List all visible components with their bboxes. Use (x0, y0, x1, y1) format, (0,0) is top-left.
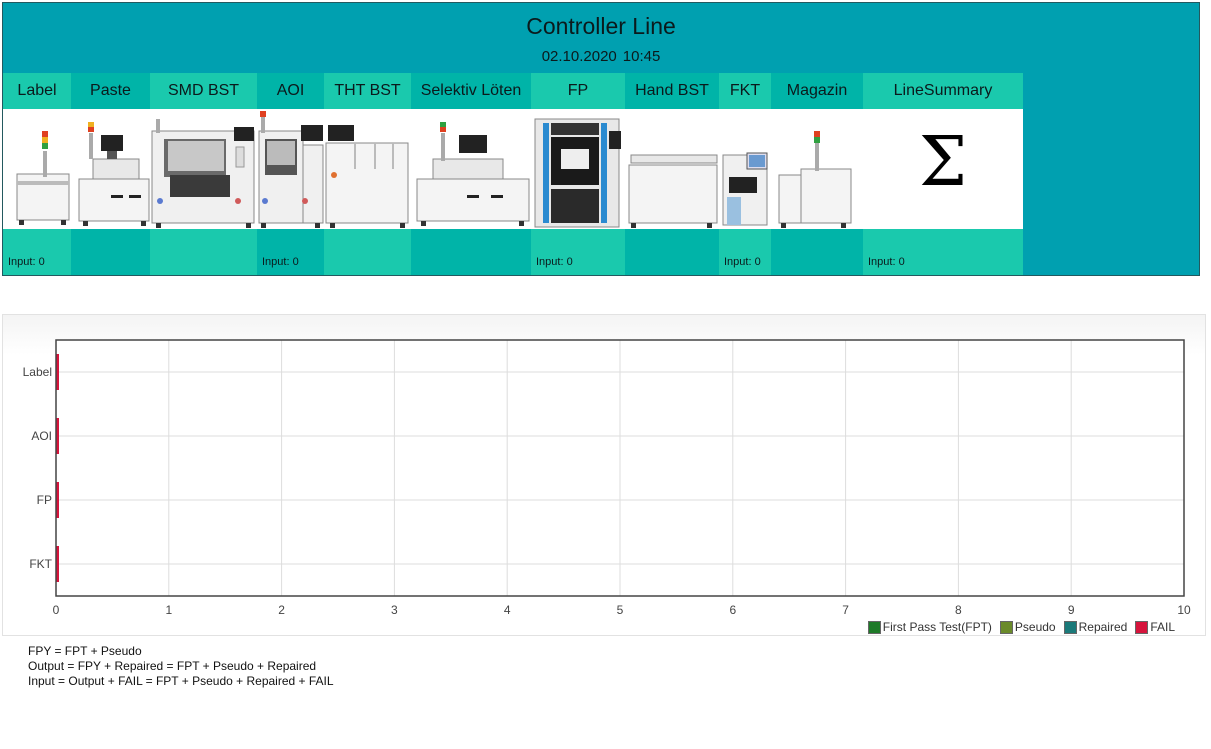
station-line-summary-footer: Input: 0 (863, 229, 1023, 275)
station-hand-bst-name[interactable]: Hand BST (625, 73, 719, 109)
station-tht-bst-name[interactable]: THT BST (324, 73, 411, 109)
legend-label: First Pass Test(FPT) (882, 620, 992, 634)
magazin-machine-image (771, 109, 863, 229)
legend-swatch (1063, 620, 1077, 634)
bar-fail (56, 418, 59, 454)
x-tick-label: 5 (617, 603, 624, 615)
formula-notes: FPY = FPT + Pseudo Output = FPY + Repair… (28, 644, 334, 689)
legend-item[interactable]: Pseudo (999, 620, 1056, 634)
date-time: 02.10.2020 10:45 (3, 48, 1199, 65)
station-fkt[interactable]: FKT Input: 0 (719, 73, 771, 275)
station-tht-bst-footer (324, 229, 411, 275)
y-tick-label: FKT (29, 557, 52, 571)
x-tick-label: 1 (165, 603, 172, 615)
station-line-summary-input: Input: 0 (868, 256, 905, 268)
station-tht-bst[interactable]: THT BST (324, 73, 411, 275)
legend-swatch (999, 620, 1013, 634)
x-tick-label: 8 (955, 603, 962, 615)
date-text: 02.10.2020 (541, 48, 617, 65)
label-machine-image (3, 109, 71, 229)
page-title: Controller Line (526, 13, 676, 39)
station-hand-bst[interactable]: Hand BST (625, 73, 719, 275)
station-label-input: Input: 0 (8, 256, 45, 268)
legend-item[interactable]: FAIL (1135, 620, 1175, 634)
station-label[interactable]: Label Input: 0 (3, 73, 71, 275)
station-smd-bst-name[interactable]: SMD BST (150, 73, 257, 109)
legend-swatch (1135, 620, 1149, 634)
station-fp-footer: Input: 0 (531, 229, 625, 275)
station-line-summary[interactable]: LineSummary Σ Input: 0 (863, 73, 1023, 275)
line-summary-tile: Σ (863, 109, 1023, 229)
legend-label: Repaired (1078, 620, 1128, 634)
legend-item[interactable]: First Pass Test(FPT) (867, 620, 992, 634)
bar-fail (56, 546, 59, 582)
legend-label: FAIL (1150, 620, 1175, 634)
x-tick-label: 9 (1068, 603, 1075, 615)
note-fpy: FPY = FPT + Pseudo (28, 644, 142, 658)
station-aoi-footer: Input: 0 (257, 229, 324, 275)
station-paste-footer (71, 229, 150, 275)
x-tick-label: 3 (391, 603, 398, 615)
station-selektiv-loeten-name[interactable]: Selektiv Löten (411, 73, 531, 109)
x-tick-label: 6 (729, 603, 736, 615)
tht-machine-image (324, 109, 411, 229)
station-label-footer: Input: 0 (3, 229, 71, 275)
station-hand-bst-footer (625, 229, 719, 275)
legend-label: Pseudo (1014, 620, 1056, 634)
legend-item[interactable]: Repaired (1063, 620, 1128, 634)
y-tick-label: FP (37, 493, 52, 507)
station-selektiv-loeten-footer (411, 229, 531, 275)
station-aoi-name[interactable]: AOI (257, 73, 324, 109)
fp-machine-image (531, 109, 625, 229)
station-paste[interactable]: Paste (71, 73, 150, 275)
station-fkt-input: Input: 0 (724, 256, 761, 268)
x-tick-label: 0 (53, 603, 60, 615)
station-fkt-name[interactable]: FKT (719, 73, 771, 109)
selektiv-machine-image (411, 109, 531, 229)
y-tick-label: Label (23, 365, 52, 379)
station-magazin[interactable]: Magazin (771, 73, 863, 275)
station-smd-bst-footer (150, 229, 257, 275)
x-tick-label: 10 (1177, 603, 1191, 615)
y-tick-label: AOI (31, 429, 52, 443)
hand-bst-machine-image (625, 109, 719, 229)
station-fp[interactable]: FP Input: 0 (531, 73, 625, 275)
note-input: Input = Output + FAIL = FPT + Pseudo + R… (28, 674, 334, 688)
station-fkt-footer: Input: 0 (719, 229, 771, 275)
x-tick-label: 4 (504, 603, 511, 615)
note-output: Output = FPY + Repaired = FPT + Pseudo +… (28, 659, 317, 673)
aoi-machine-image (257, 109, 324, 229)
station-magazin-name[interactable]: Magazin (771, 73, 863, 109)
station-fp-name[interactable]: FP (531, 73, 625, 109)
bar-fail (56, 354, 59, 390)
station-fp-input: Input: 0 (536, 256, 573, 268)
line-panel: Controller Line 02.10.2020 10:45 Label In… (2, 2, 1200, 276)
fkt-machine-image (719, 109, 771, 229)
plot-border (55, 339, 1185, 597)
bar-fail (56, 482, 59, 518)
x-tick-label: 7 (842, 603, 849, 615)
station-paste-name[interactable]: Paste (71, 73, 150, 109)
chart-legend: First Pass Test(FPT) Pseudo Repaired FAIL (867, 620, 1175, 634)
station-magazin-footer (771, 229, 863, 275)
paste-machine-image (71, 109, 150, 229)
legend-swatch (867, 620, 881, 634)
smd-machine-image (150, 109, 257, 229)
station-smd-bst[interactable]: SMD BST (150, 73, 257, 275)
station-aoi[interactable]: AOI Input: 0 (257, 73, 324, 275)
station-selektiv-loeten[interactable]: Selektiv Löten (411, 73, 531, 275)
x-tick-label: 2 (278, 603, 285, 615)
station-aoi-input: Input: 0 (262, 256, 299, 268)
sigma-icon: Σ (918, 123, 968, 202)
station-line-summary-name[interactable]: LineSummary (863, 73, 1023, 109)
time-text: 10:45 (622, 48, 661, 65)
station-label-name[interactable]: Label (3, 73, 71, 109)
